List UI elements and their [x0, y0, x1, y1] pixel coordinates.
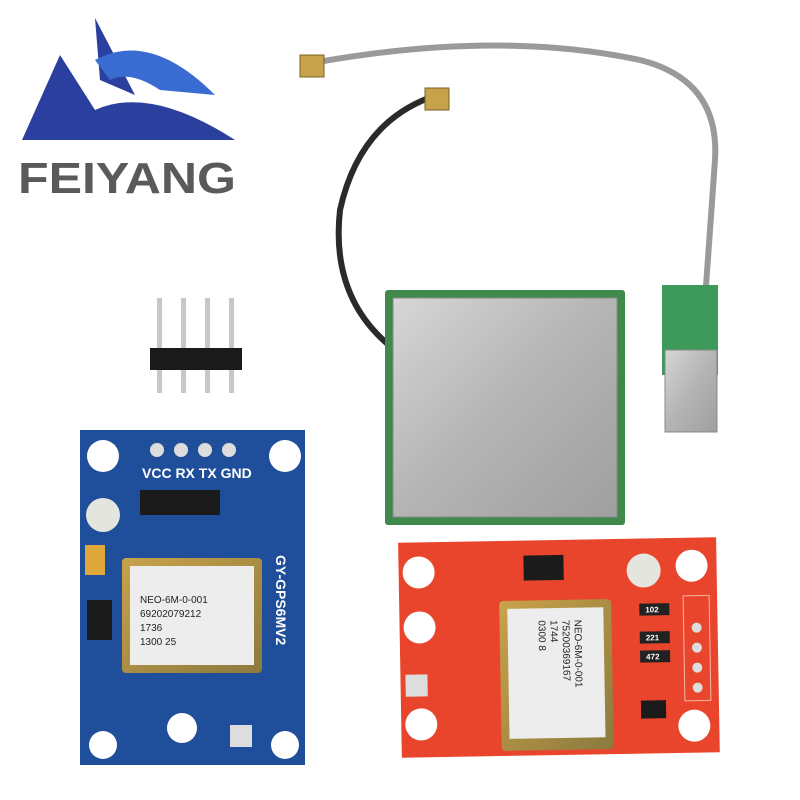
logo-wave-bottom	[22, 55, 235, 140]
eeprom-chip	[87, 600, 112, 640]
backup-battery	[86, 498, 120, 532]
resistor-label: 102	[645, 605, 659, 614]
feiyang-logo: FEIYANG	[18, 18, 236, 203]
chip-line: NEO-6M-0-001	[571, 620, 583, 688]
resistor-label: 221	[646, 633, 660, 642]
svg-text:NEO-6M-0-001 75200369167: NEO-6M-0-001 75200369167 1744 0300 8	[535, 620, 583, 691]
black-antenna-cable	[335, 92, 438, 353]
chip-line: 1744	[547, 620, 558, 643]
resistor-label: 472	[646, 652, 660, 661]
regulator-chip	[523, 554, 564, 581]
ceramic-patch-antenna	[385, 290, 625, 525]
grey-antenna-cable	[317, 42, 719, 301]
tantalum-capacitor	[85, 545, 105, 575]
pin-row	[682, 594, 712, 702]
chip-line: 1300 25	[140, 637, 177, 648]
chip-line: NEO-6M-0-001	[140, 595, 208, 606]
board-name: GY-GPS6MV2	[273, 555, 289, 645]
chip-line: 0300 8	[535, 620, 547, 651]
chip-line: 1736	[140, 623, 163, 634]
svg-text:NEO-6M-0-001 69202079212: NEO-6M-0-001 69202079212 1736 1300 25	[140, 595, 211, 648]
pin-labels: VCC RX TX GND	[142, 465, 252, 481]
transistor	[640, 700, 667, 719]
chip-line: 69202079212	[140, 609, 202, 620]
ufl-connector-grey	[299, 54, 325, 78]
logo-wave-mid	[95, 50, 215, 95]
pin-header	[150, 298, 242, 393]
regulator-chip	[140, 490, 220, 515]
chip-antenna-board	[662, 285, 718, 433]
chip-line: 75200369167	[559, 620, 571, 682]
logo-text: FEIYANG	[18, 154, 236, 203]
backup-battery	[626, 553, 661, 588]
blue-gps-module: VCC RX TX GND NEO-6M-0-001 69202079212 1…	[80, 430, 305, 765]
ufl-connector-black	[424, 87, 450, 111]
ufl-connector	[230, 725, 252, 747]
red-gps-module: NEO-6M-0-001 75200369167 1744 0300 8 102…	[398, 537, 720, 758]
ufl-connector	[405, 674, 428, 697]
